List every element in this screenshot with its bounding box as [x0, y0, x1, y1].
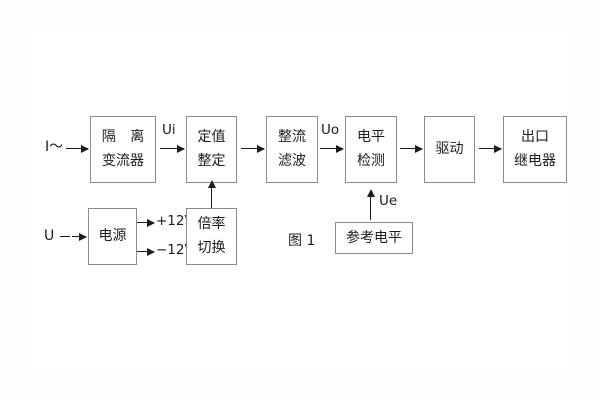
current-input-label: I～	[45, 139, 64, 155]
arrow-voltage-input	[72, 232, 87, 241]
signal-label-uo: Uo	[321, 122, 340, 138]
block-level-detect[interactable]: 电平 检测	[345, 116, 397, 183]
block-output-relay[interactable]: 出口 继电器	[503, 116, 567, 183]
arrow-isolation-to-setting	[160, 144, 185, 153]
rail-label-positive: +12V	[156, 213, 194, 229]
block-line: 变流器	[102, 153, 144, 169]
block-line: 出口	[521, 129, 549, 146]
block-reference-level[interactable]: 参考电平	[335, 222, 413, 254]
block-line: 驱动	[435, 141, 464, 158]
block-setting[interactable]: 定值 整定	[186, 116, 237, 183]
arrow-multiplier-to-setting	[207, 180, 216, 208]
arrow-drive-to-relay	[479, 144, 502, 153]
block-line: 隔 离	[101, 129, 150, 146]
block-line: 整流	[278, 129, 306, 146]
arrow-level-to-drive	[400, 144, 423, 153]
block-power-supply[interactable]: 电源	[88, 208, 137, 265]
block-line: 继电器	[514, 153, 556, 169]
block-rectify-filter[interactable]: 整流 滤波	[266, 116, 318, 183]
block-line: 倍率	[197, 216, 226, 233]
block-line: 切换	[197, 240, 226, 256]
arrow-rail-positive	[137, 218, 155, 227]
rail-label-negative: −12V	[156, 242, 194, 258]
arrow-rail-negative	[137, 247, 155, 256]
block-line: 检测	[357, 153, 385, 169]
block-line: 电源	[98, 228, 127, 245]
block-line: 电平	[357, 129, 385, 146]
block-isolation-ct[interactable]: 隔 离 变流器	[90, 116, 156, 183]
lead-voltage-input	[60, 236, 70, 237]
block-line: 滤波	[278, 153, 306, 169]
arrow-rectify-to-level	[320, 144, 344, 153]
voltage-input-label: U	[44, 228, 55, 244]
figure-canvas	[33, 32, 567, 368]
arrow-reference-to-level	[366, 189, 375, 220]
arrow-current-input	[66, 144, 89, 153]
block-line: 整定	[197, 153, 226, 169]
block-multiplier-switch[interactable]: 倍率 切换	[186, 208, 237, 265]
block-line: 参考电平	[346, 229, 402, 246]
signal-label-ui: Ui	[162, 122, 176, 138]
figure-caption: 图 1	[288, 233, 316, 249]
arrow-setting-to-rectify	[241, 144, 265, 153]
block-line: 定值	[197, 129, 226, 146]
signal-label-ue: Ue	[379, 193, 398, 209]
block-drive[interactable]: 驱动	[424, 116, 475, 183]
